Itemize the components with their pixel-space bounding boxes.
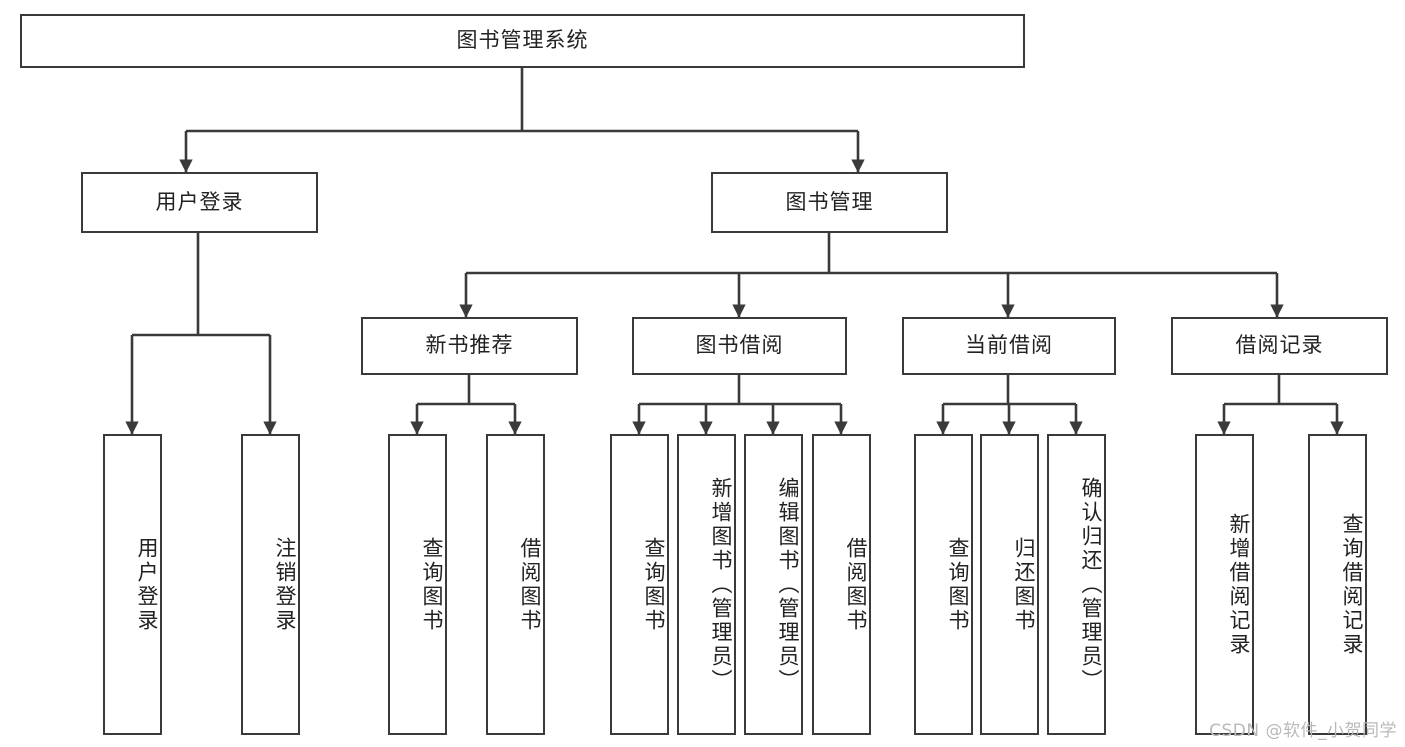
node-label: 新增借阅记录: [1227, 512, 1251, 657]
leaf-current-borrow-query-book[interactable]: 查询图书: [914, 434, 973, 735]
node-book-borrow[interactable]: 图书借阅: [632, 317, 847, 375]
node-borrow-record[interactable]: 借阅记录: [1171, 317, 1388, 375]
leaf-book-borrow-edit-book-admin[interactable]: 编辑图书（管理员）: [744, 434, 803, 735]
leaf-current-borrow-confirm-return-admin[interactable]: 确认归还（管理员）: [1047, 434, 1106, 735]
node-label: 查询借阅记录: [1340, 512, 1364, 657]
node-label: 查询图书: [420, 536, 444, 633]
leaf-new-book-query-book[interactable]: 查询图书: [388, 434, 447, 735]
leaf-new-book-borrow-book[interactable]: 借阅图书: [486, 434, 545, 735]
node-current-borrow[interactable]: 当前借阅: [902, 317, 1116, 375]
node-label: 图书管理: [785, 189, 874, 214]
node-label: 查询图书: [946, 536, 970, 633]
node-label: 用户登录: [155, 189, 244, 214]
node-root-book-management-system[interactable]: 图书管理系统: [20, 14, 1025, 68]
leaf-book-borrow-add-book-admin[interactable]: 新增图书（管理员）: [677, 434, 736, 735]
node-label: 归还图书: [1012, 536, 1036, 633]
node-label: 图书管理系统: [456, 28, 589, 53]
node-label: 当前借阅: [965, 333, 1053, 358]
node-label: 确认归还（管理员）: [1079, 476, 1103, 693]
watermark-text: CSDN @软件_小贺同学: [1209, 721, 1397, 741]
node-label: 编辑图书（管理员）: [776, 476, 800, 693]
node-label: 新书推荐: [425, 333, 514, 358]
node-label: 借阅图书: [518, 536, 542, 633]
leaf-borrow-record-query-record[interactable]: 查询借阅记录: [1308, 434, 1367, 735]
leaf-current-borrow-return-book[interactable]: 归还图书: [980, 434, 1039, 735]
leaf-user-login-logout[interactable]: 注销登录: [241, 434, 300, 735]
node-label: 查询图书: [642, 536, 666, 633]
leaf-borrow-record-add-record[interactable]: 新增借阅记录: [1195, 434, 1254, 735]
leaf-book-borrow-query-book[interactable]: 查询图书: [610, 434, 669, 735]
node-label: 图书借阅: [695, 333, 784, 358]
node-label: 注销登录: [273, 536, 297, 633]
node-label: 用户登录: [135, 536, 159, 633]
node-new-book-recommend[interactable]: 新书推荐: [361, 317, 578, 375]
node-label: 借阅图书: [844, 536, 868, 633]
node-user-login[interactable]: 用户登录: [81, 172, 318, 233]
leaf-book-borrow-borrow-book[interactable]: 借阅图书: [812, 434, 871, 735]
node-label: 借阅记录: [1235, 333, 1324, 358]
node-label: 新增图书（管理员）: [709, 476, 733, 693]
node-book-management[interactable]: 图书管理: [711, 172, 948, 233]
leaf-user-login-login[interactable]: 用户登录: [103, 434, 162, 735]
